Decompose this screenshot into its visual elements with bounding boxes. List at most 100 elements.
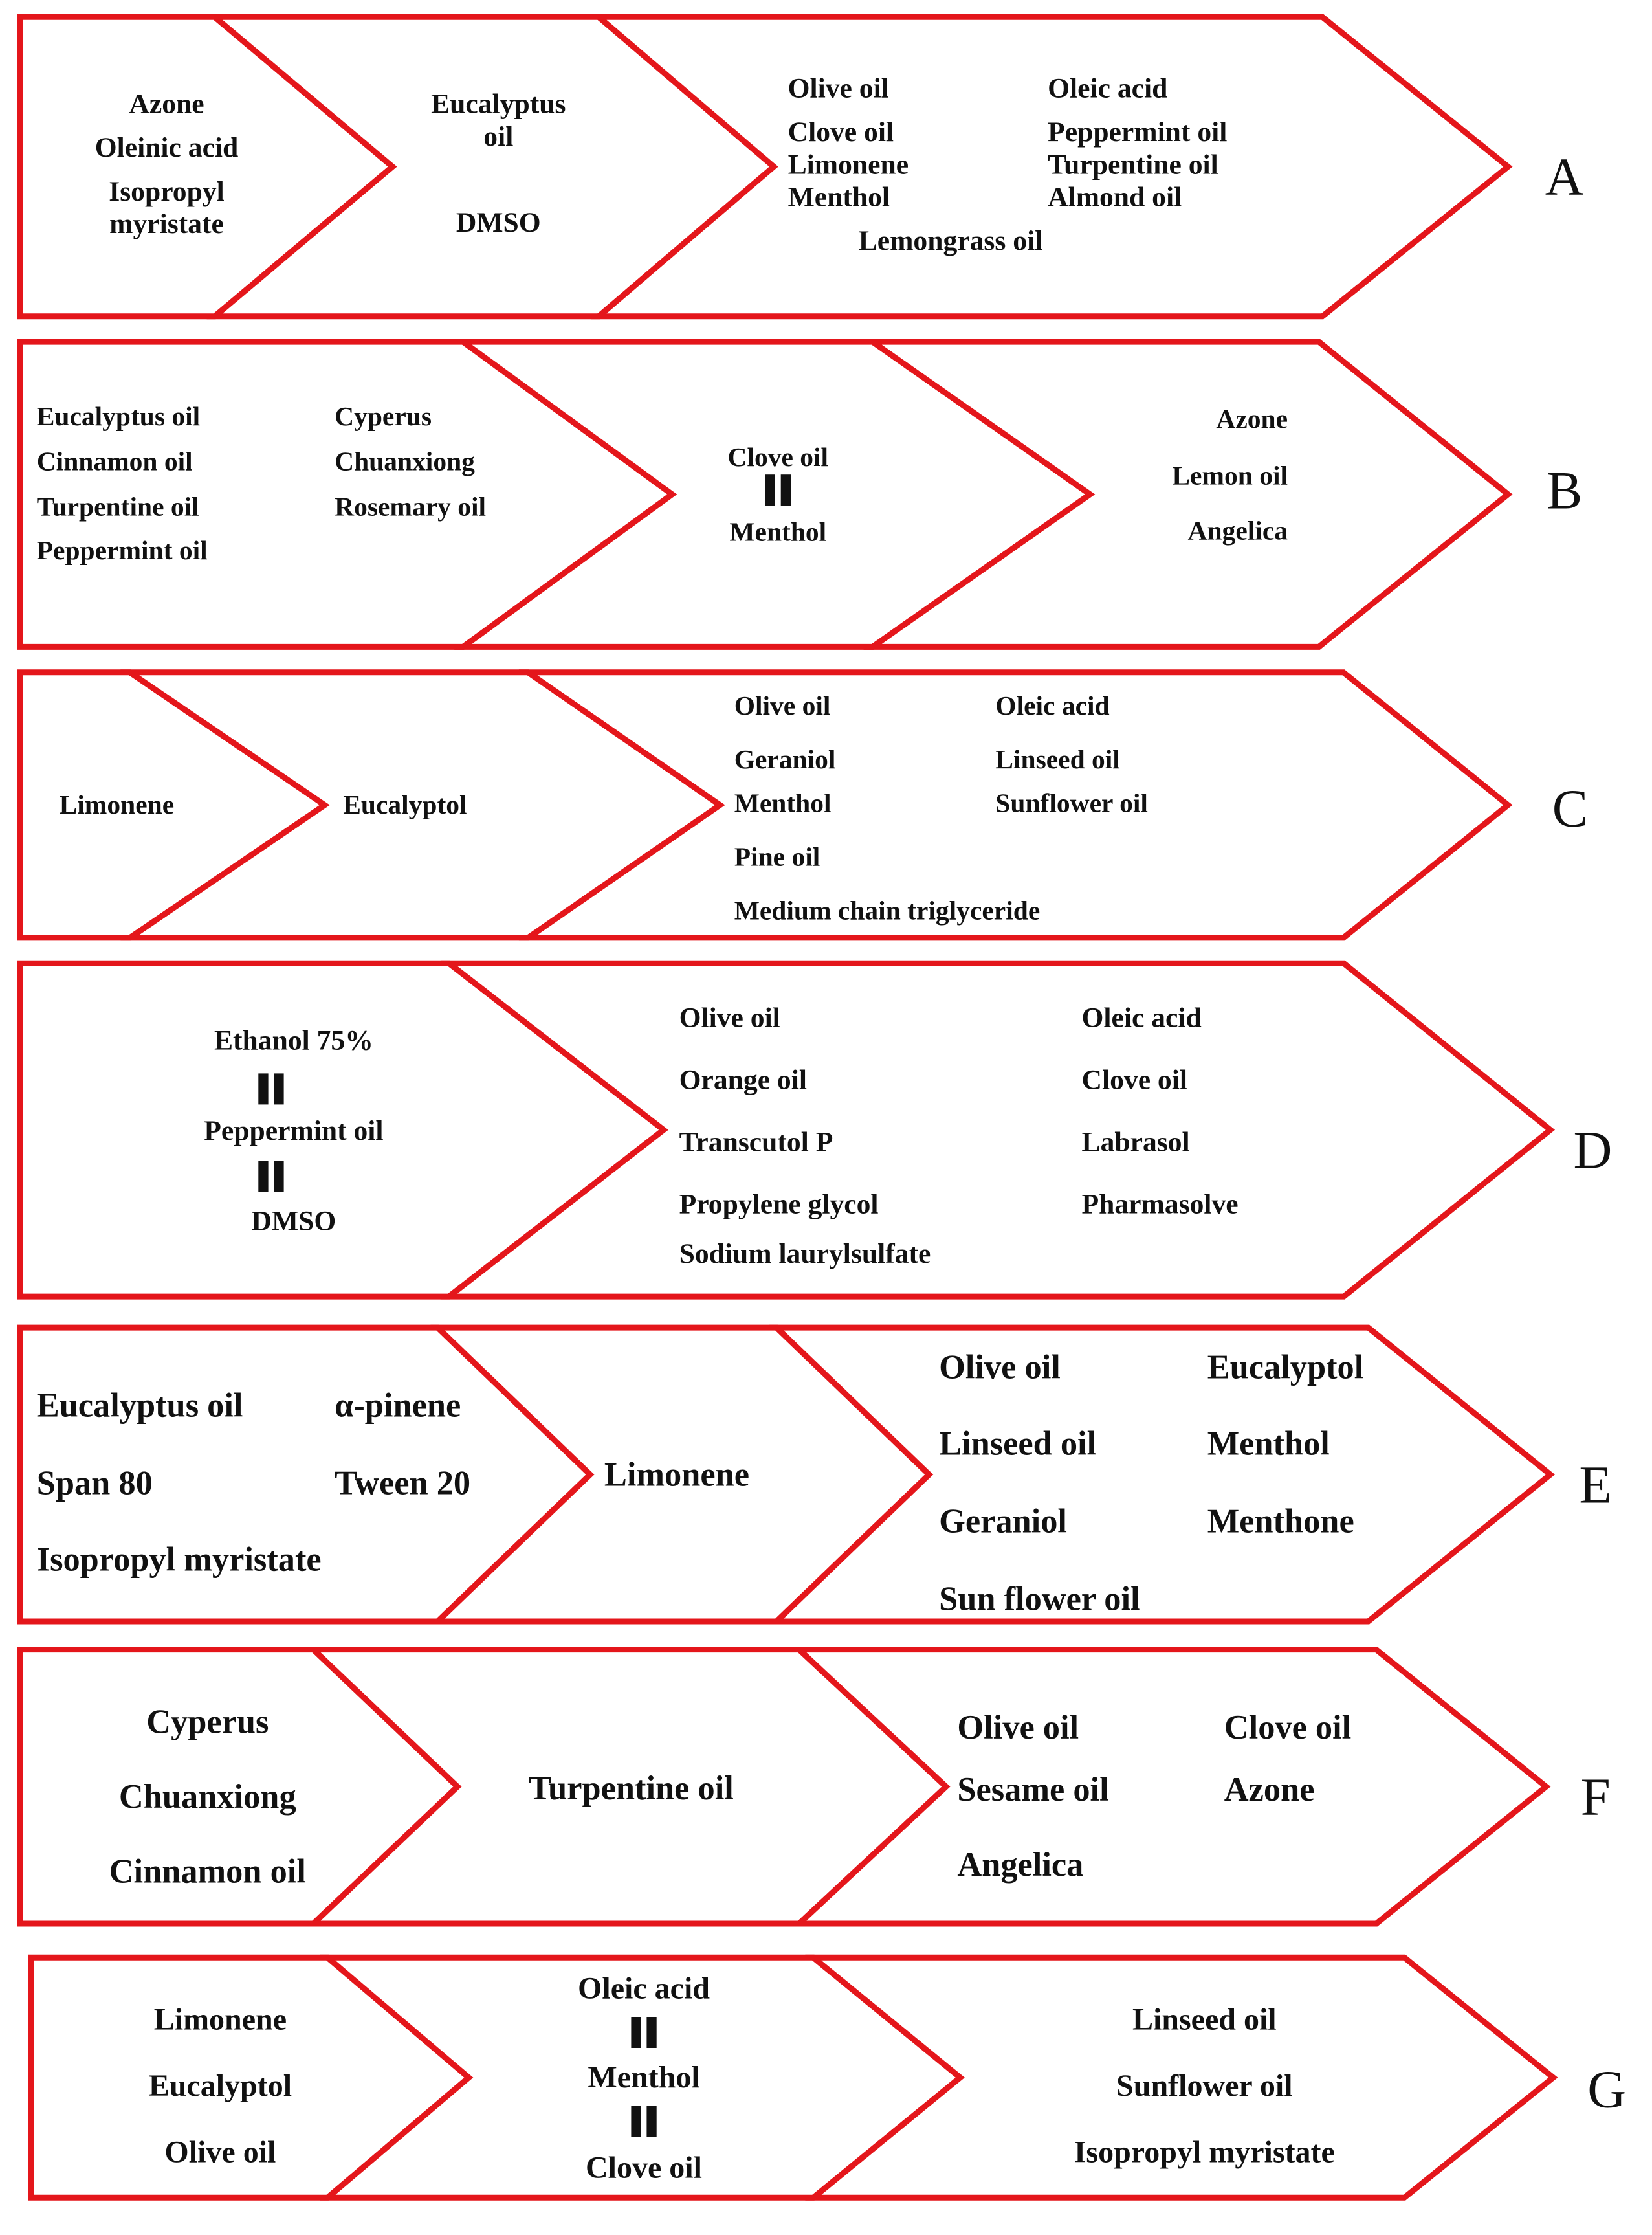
enhancer-label: Linseed oil	[1132, 2003, 1277, 2037]
enhancer-label: DMSO	[456, 207, 541, 238]
enhancer-label: Geraniol	[939, 1503, 1067, 1540]
enhancer-label: Menthol	[788, 182, 890, 213]
enhancer-label: Oleic acid	[1048, 73, 1167, 104]
enhancer-label: Sodium laurylsulfate	[679, 1238, 931, 1269]
enhancer-label: Turpentine oil	[1048, 149, 1218, 180]
enhancer-label: Linseed oil	[939, 1425, 1096, 1463]
enhancer-label: Pine oil	[734, 842, 820, 872]
enhancer-label: Limonene	[60, 790, 175, 819]
parallel-bars-icon	[258, 1161, 284, 1192]
enhancer-label: Geraniol	[734, 744, 836, 774]
enhancer-label: Turpentine oil	[529, 1770, 734, 1807]
enhancer-label: Rosemary oil	[335, 491, 486, 521]
enhancer-label: Limonene	[604, 1456, 749, 1494]
row-label: D	[1573, 1120, 1612, 1180]
enhancer-label: Pharmasolve	[1082, 1188, 1239, 1219]
enhancer-label: Angelica	[957, 1846, 1083, 1884]
enhancer-label: Eucalyptus oil	[37, 1387, 243, 1425]
enhancer-label: Limonene	[154, 2003, 287, 2037]
enhancer-label: Medium chain triglyceride	[734, 896, 1041, 926]
enhancer-label: Azone	[129, 89, 204, 120]
row-label: A	[1545, 147, 1584, 206]
chevron-f-3	[791, 1647, 1551, 1927]
enhancer-label: Olive oil	[679, 1002, 780, 1033]
enhancer-label: Transcutol P	[679, 1126, 833, 1157]
enhancer-label: Lemon oil	[1172, 460, 1288, 490]
enhancer-label: Tween 20	[335, 1465, 470, 1502]
parallel-bars-icon	[631, 2017, 657, 2048]
enhancer-label: Eucalyptol	[1207, 1349, 1364, 1386]
enhancer-label: Clove oil	[586, 2151, 702, 2185]
parallel-bars-icon	[765, 474, 791, 506]
enhancer-label: Clove oil	[727, 442, 828, 472]
enhancer-label: Labrasol	[1082, 1126, 1190, 1157]
enhancer-label: Almond oil	[1048, 182, 1182, 213]
row-c: Limonene Eucalyptol Olive oilGeraniolMenth…	[17, 669, 1588, 941]
enhancer-label: Menthol	[729, 517, 826, 547]
enhancer-label: Eucalyptus	[431, 89, 566, 120]
enhancer-label: Angelica	[1188, 516, 1288, 546]
enhancer-label: α-pinene	[335, 1387, 461, 1425]
enhancer-label: Linseed oil	[995, 744, 1120, 774]
enhancer-label: Olive oil	[734, 691, 831, 720]
enhancer-label: Cyperus	[146, 1703, 269, 1740]
enhancer-label: Peppermint oil	[1048, 117, 1227, 148]
chevron-c-3	[518, 669, 1513, 941]
enhancer-label: Olive oil	[957, 1709, 1079, 1746]
enhancer-label: Oleinic acid	[95, 132, 239, 163]
enhancer-label: Peppermint oil	[37, 535, 208, 565]
enhancer-label: Menthol	[734, 788, 832, 818]
enhancer-label: Menthol	[1207, 1425, 1330, 1463]
enhancer-label: Sesame oil	[957, 1771, 1108, 1808]
row-label: G	[1587, 2060, 1626, 2119]
enhancer-label: Orange oil	[679, 1064, 807, 1095]
enhancer-label: Isopropyl myristate	[37, 1540, 322, 1578]
enhancer-label: Azone	[1216, 404, 1288, 434]
row-label: B	[1547, 461, 1582, 520]
enhancer-label: Turpentine oil	[37, 491, 199, 521]
enhancer-label: Olive oil	[164, 2135, 276, 2170]
enhancer-label: Oleic acid	[995, 691, 1109, 720]
row-label: E	[1579, 1455, 1612, 1515]
enhancer-label: Chuanxiong	[335, 447, 475, 476]
enhancer-label: Menthone	[1207, 1503, 1354, 1540]
chevron-g-3	[805, 1954, 1558, 2201]
enhancer-label: Eucalyptus oil	[37, 401, 201, 431]
enhancer-label: Eucalyptol	[343, 790, 467, 819]
row-label: C	[1552, 779, 1588, 838]
enhancer-label: Menthol	[588, 2060, 699, 2095]
enhancer-label: DMSO	[252, 1206, 336, 1237]
row-label: F	[1581, 1767, 1611, 1827]
enhancer-label: Cinnamon oil	[109, 1853, 306, 1891]
parallel-bars-icon	[258, 1073, 284, 1105]
chevron-d-2	[440, 960, 1556, 1300]
enhancer-label: Olive oil	[788, 73, 889, 104]
enhancer-label: Cinnamon oil	[37, 447, 193, 476]
enhancer-label: Clove oil	[1082, 1064, 1187, 1095]
enhancer-label: Clove oil	[1224, 1709, 1351, 1746]
enhancer-label: Isopropyl myristate	[1074, 2135, 1335, 2170]
enhancer-label: Eucalyptol	[149, 2069, 292, 2103]
enhancer-label: Azone	[1224, 1771, 1315, 1808]
chevron-a-3	[591, 14, 1513, 320]
enhancer-label: Chuanxiong	[119, 1778, 296, 1816]
enhancer-label: myristate	[109, 208, 224, 239]
enhancer-label: Oleic acid	[1082, 1002, 1202, 1033]
enhancer-label: Oleic acid	[578, 1972, 710, 2006]
chevron-b-3	[863, 339, 1513, 650]
enhancer-label: Isopropyl	[109, 176, 224, 207]
enhancer-label: Propylene glycol	[679, 1188, 879, 1219]
enhancer-label: Clove oil	[788, 117, 894, 148]
parallel-bars-icon	[631, 2106, 657, 2137]
enhancer-label: oil	[483, 121, 513, 152]
enhancer-label: Peppermint oil	[204, 1115, 383, 1146]
enhancer-label: Sun flower oil	[939, 1581, 1140, 1618]
enhancer-label: Limonene	[788, 149, 909, 180]
